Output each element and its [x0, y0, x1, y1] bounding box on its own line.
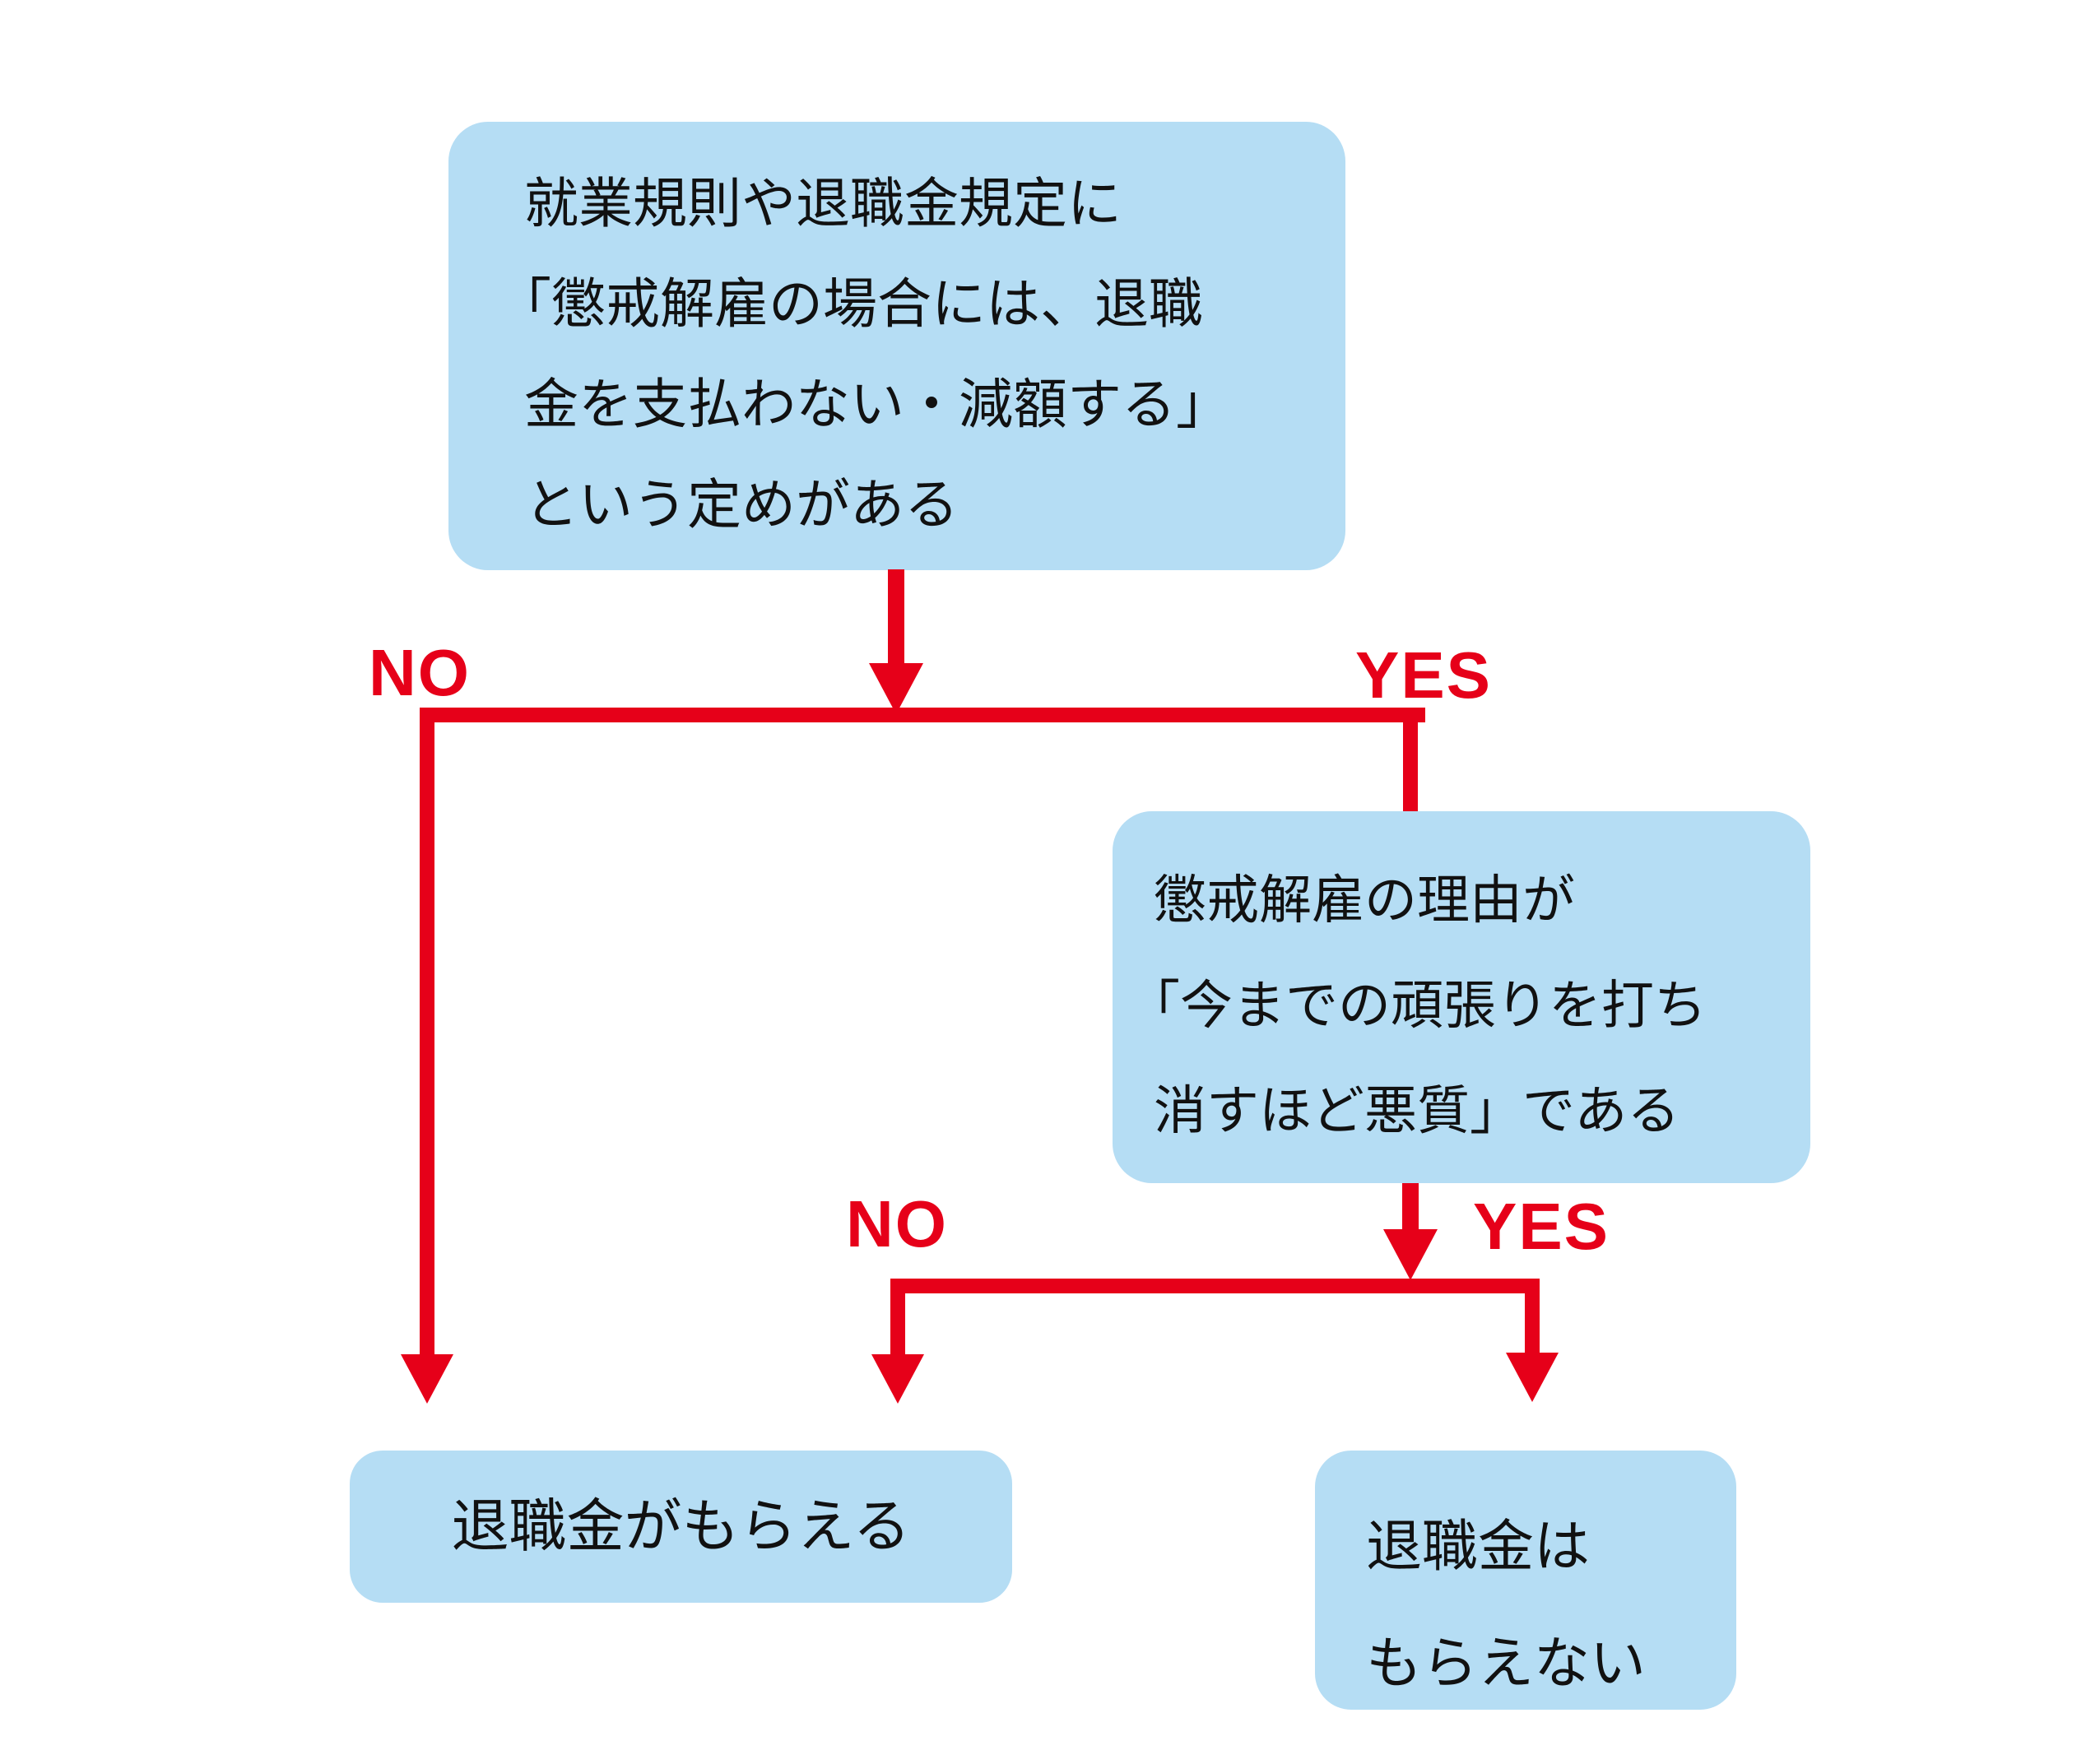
node-text-line: 金を支払わない・減額する」	[524, 374, 1230, 434]
node-text-line: 退職金がもらえる	[451, 1494, 911, 1558]
node-text-line: 懲戒解雇の理由が	[1154, 870, 1575, 930]
connector-no2-vertical	[890, 1279, 905, 1356]
node-question-reason-severity: 懲戒解雇の理由が 「今までの頑張りを打ち 消すほど悪質」である	[1113, 811, 1810, 1183]
arrowhead-q2-down	[1383, 1229, 1438, 1283]
node-text-line: という定めがある	[524, 474, 959, 535]
connector-q2-down-shaft	[1402, 1183, 1419, 1231]
node-result-receive: 退職金がもらえる	[350, 1451, 1012, 1603]
connector-yes1-vertical	[1403, 708, 1418, 813]
node-text-line: 消すほど悪質」である	[1154, 1081, 1680, 1140]
connector-no1-vertical	[420, 708, 434, 1354]
arrowhead-no2	[871, 1354, 924, 1406]
node-text-line: 就業規則や退職金規定に	[524, 173, 1122, 234]
label-yes-1: YES	[1354, 638, 1493, 712]
arrowhead-q1-down	[869, 663, 923, 717]
connector-split1-horizontal	[420, 708, 1425, 722]
connector-q1-down-shaft	[888, 569, 904, 666]
label-no-1: NO	[369, 636, 471, 709]
connector-yes2-vertical	[1525, 1279, 1540, 1354]
label-no-2: NO	[846, 1187, 948, 1260]
label-yes-2: YES	[1472, 1190, 1610, 1263]
node-text-line: 退職金は	[1366, 1516, 1591, 1578]
node-question-rule-exists: 就業規則や退職金規定に 「懲戒解雇の場合には、退職 金を支払わない・減額する」 …	[448, 122, 1345, 570]
arrowhead-no1	[401, 1354, 453, 1406]
arrowhead-yes2	[1506, 1353, 1559, 1404]
node-result-not-receive: 退職金は もらえない	[1315, 1451, 1736, 1710]
node-text-line: 「懲戒解雇の場合には、退職	[497, 273, 1203, 334]
node-text-line: もらえない	[1366, 1632, 1647, 1695]
node-text-line: 「今までの頑張りを打ち	[1127, 976, 1707, 1035]
connector-split2-horizontal	[890, 1279, 1540, 1293]
